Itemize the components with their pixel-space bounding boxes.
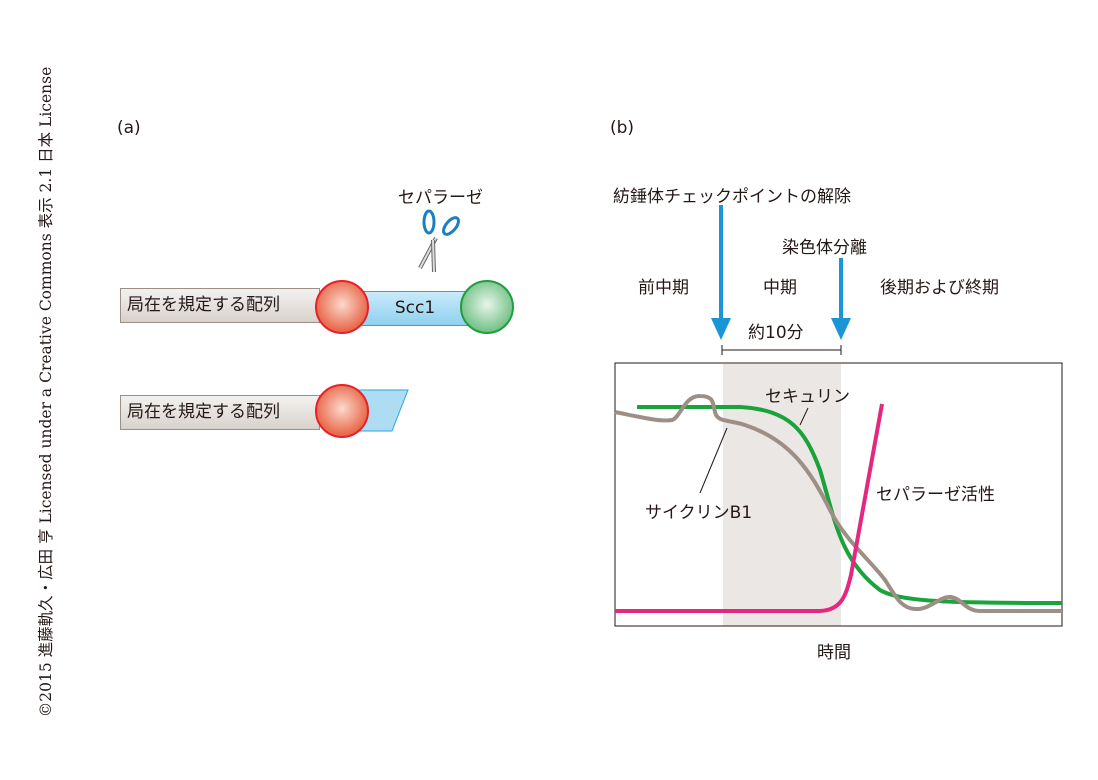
securin-label: セキュリン xyxy=(765,387,850,407)
arrow-checkpoint xyxy=(711,205,731,340)
cyclin-b1-curve xyxy=(614,394,1062,613)
separase-activity-curve xyxy=(615,403,884,613)
anaphase-telophase-label: 後期および終期 xyxy=(880,278,999,298)
cyclin-b1-label: サイクリンB1 xyxy=(645,503,753,523)
securin-leader xyxy=(799,407,809,426)
prometaphase-label: 前中期 xyxy=(638,278,689,298)
localization-sequence-bar-cleaved: 局在を規定する配列 xyxy=(120,395,320,430)
plot-frame xyxy=(614,362,1063,627)
securin-curve xyxy=(637,405,1063,605)
arrow-separation xyxy=(831,258,851,340)
panel-b-label: (b) xyxy=(610,118,635,138)
green-sphere xyxy=(460,280,514,334)
chromatid-separation-label: 染色体分離 xyxy=(782,238,867,258)
localization-sequence-bar: 局在を規定する配列 xyxy=(120,288,320,323)
panel-a-label: (a) xyxy=(117,118,141,138)
red-sphere xyxy=(315,280,369,334)
cyclin-leader xyxy=(699,427,728,494)
scissors-icon xyxy=(418,209,460,273)
x-axis-label: 時間 xyxy=(817,643,851,663)
separase-activity-label: セパラーゼ活性 xyxy=(876,485,995,505)
separase-label: セパラーゼ xyxy=(398,188,483,208)
red-sphere-cleaved xyxy=(315,384,369,438)
metaphase-label: 中期 xyxy=(763,278,797,298)
duration-label: 約10分 xyxy=(748,323,804,343)
checkpoint-release-label: 紡錘体チェックポイントの解除 xyxy=(613,187,851,207)
duration-bracket xyxy=(721,345,842,355)
